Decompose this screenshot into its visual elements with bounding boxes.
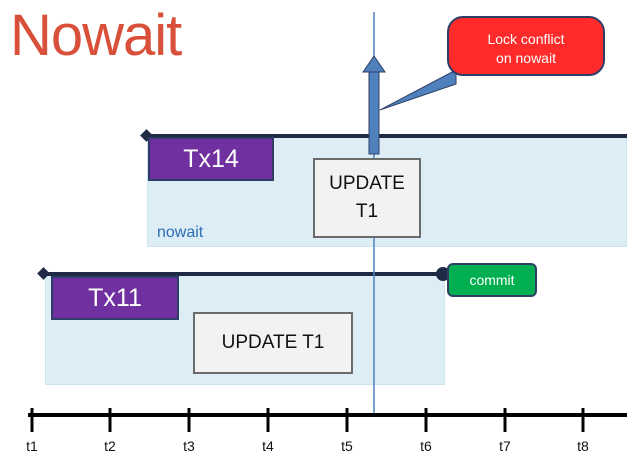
conflict-arrow-shaft (368, 69, 380, 155)
callout-line-1: Lock conflict (487, 31, 565, 47)
tx11-start-marker (37, 267, 50, 280)
tx14-label: Tx14 (148, 137, 274, 181)
timeline-ticks (30, 408, 585, 432)
lock-conflict-callout: Lock conflict on nowait (447, 16, 605, 76)
tick-label-t7: t7 (499, 438, 511, 454)
callout-line-2: on nowait (496, 50, 556, 66)
commit-badge: commit (447, 263, 537, 297)
tick-label-t1: t1 (26, 438, 38, 454)
tick-label-t8: t8 (577, 438, 589, 454)
tick-label-t6: t6 (420, 438, 432, 454)
tx11-commit-marker (436, 267, 450, 281)
nowait-label: nowait (157, 224, 204, 241)
tick-label-t4: t4 (262, 438, 274, 454)
conflict-arrow-head (362, 55, 386, 73)
tx11-label: Tx11 (51, 276, 179, 320)
tick-label-t2: t2 (104, 438, 116, 454)
callout-pointer (379, 69, 457, 111)
tx11-update-box: UPDATE T1 (193, 312, 353, 374)
tick-label-t3: t3 (183, 438, 195, 454)
page-title: Nowait (10, 3, 182, 68)
tx14-update-box: UPDATE T1 (313, 158, 421, 238)
tick-label-t5: t5 (341, 438, 353, 454)
